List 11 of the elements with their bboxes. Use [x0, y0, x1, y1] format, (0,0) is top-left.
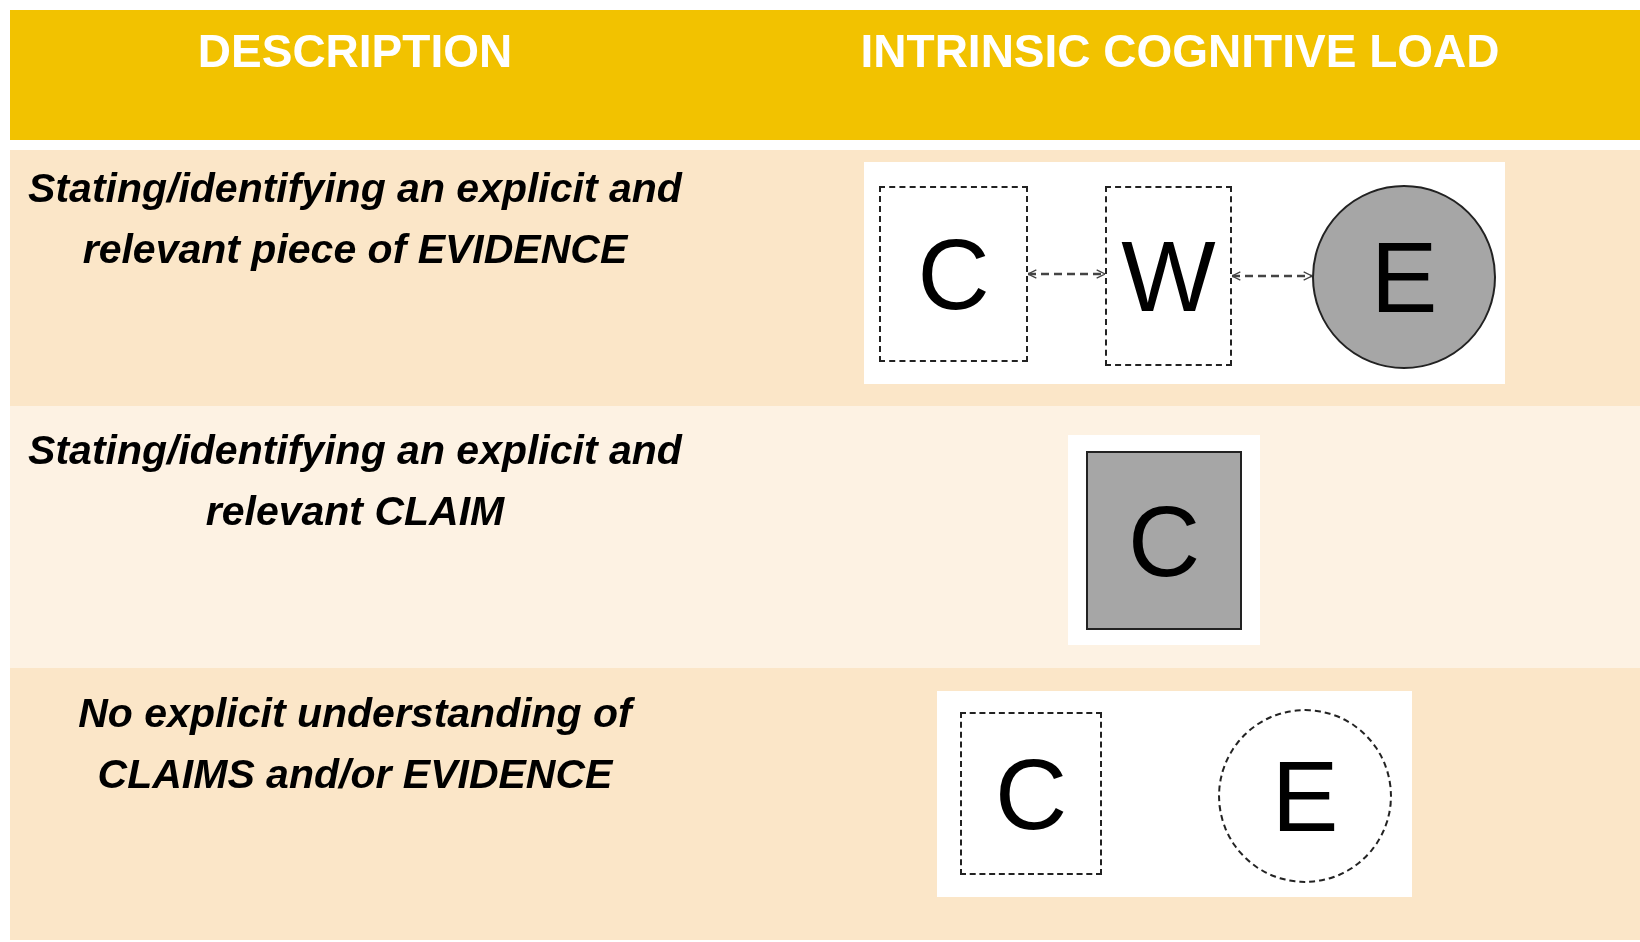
- column-header: INTRINSIC COGNITIVE LOAD: [859, 28, 1501, 74]
- column-header: DESCRIPTION: [196, 28, 514, 74]
- row-description: Stating/identifying an explicit and relevant CLAIM: [27, 426, 684, 536]
- claim-box: C: [1086, 451, 1242, 630]
- claim-box: C: [960, 712, 1102, 875]
- double-arrow: [1027, 269, 1106, 279]
- double-arrow: [1231, 271, 1313, 281]
- row-description: No explicit understanding of CLAIMS and/or EVIDENCE: [20, 683, 690, 805]
- claim-box: C: [879, 186, 1028, 362]
- warrant-box: W: [1105, 186, 1232, 366]
- row-description: Stating/identifying an explicit and relevant piece of EVIDENCE: [27, 164, 684, 274]
